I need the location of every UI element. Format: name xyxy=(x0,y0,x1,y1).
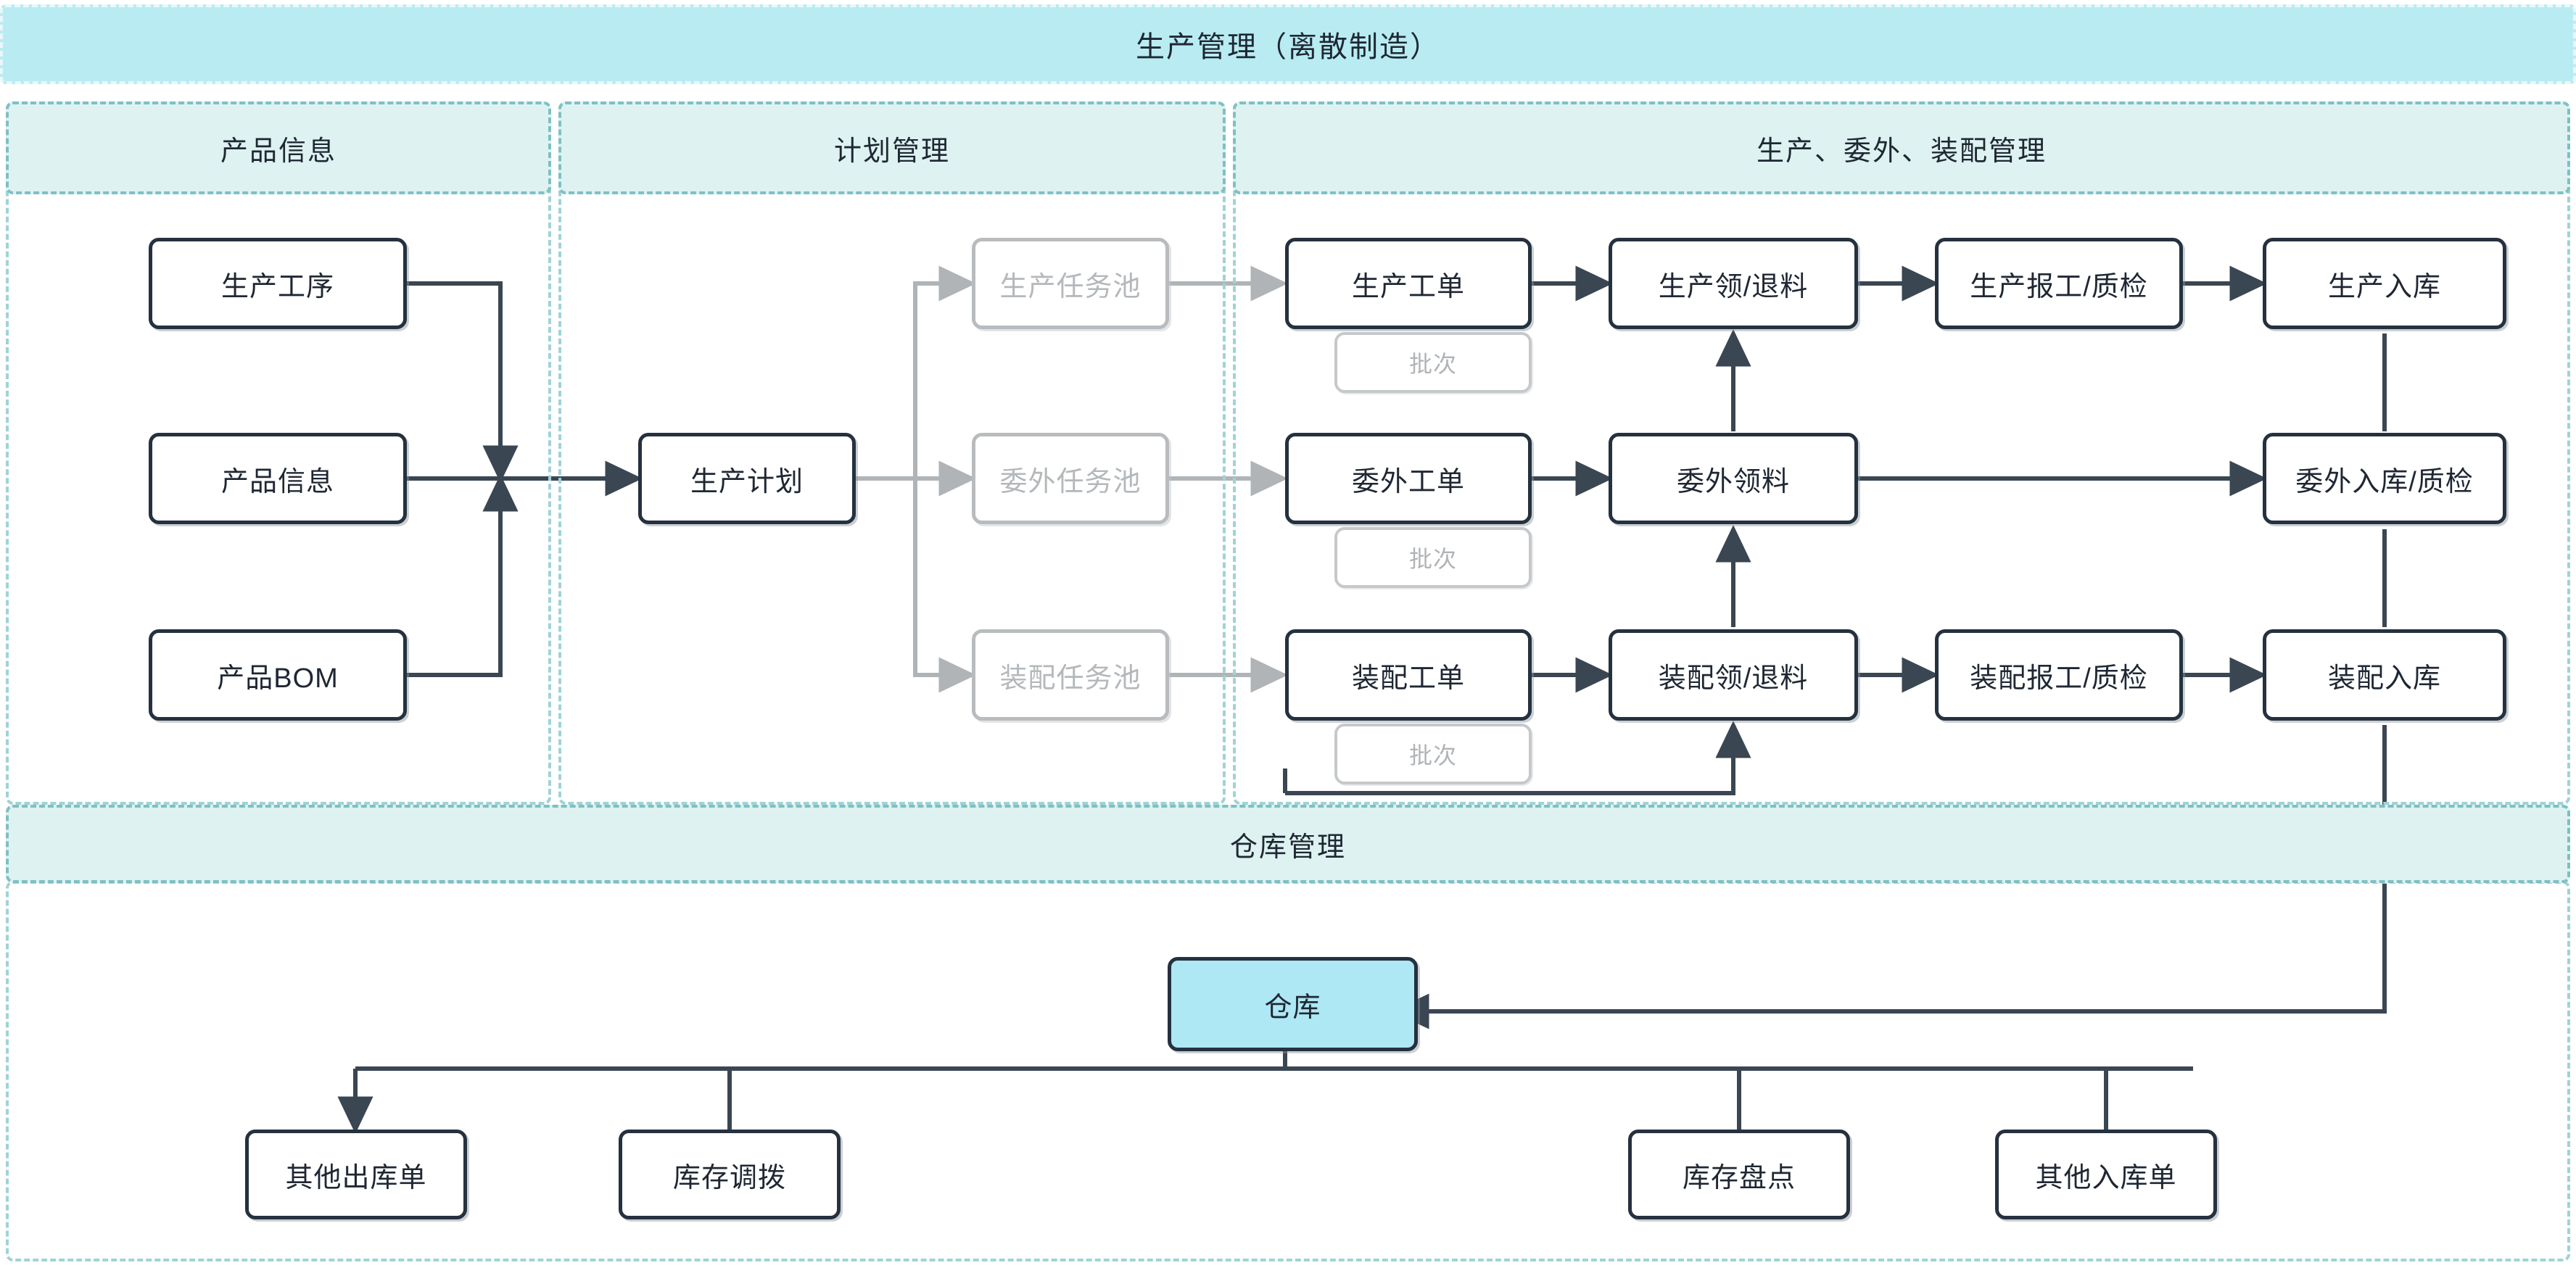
node-production-material-issue[interactable]: 生产领/退料 xyxy=(1609,238,1858,329)
group-header-plan-mgmt: 计划管理 xyxy=(558,101,1226,194)
node-product-bom[interactable]: 产品BOM xyxy=(149,629,407,721)
node-production-process[interactable]: 生产工序 xyxy=(149,238,407,329)
node-production-task-pool[interactable]: 生产任务池 xyxy=(972,238,1169,329)
node-product-info[interactable]: 产品信息 xyxy=(149,433,407,524)
page-title: 生产管理（离散制造） xyxy=(0,4,2576,84)
group-header-product-info: 产品信息 xyxy=(6,101,551,194)
node-production-plan[interactable]: 生产计划 xyxy=(638,433,856,524)
group-header-production: 生产、委外、装配管理 xyxy=(1233,101,2570,194)
node-assembly-stock-in[interactable]: 装配入库 xyxy=(2263,629,2506,721)
node-stock-transfer[interactable]: 库存调拨 xyxy=(619,1130,841,1219)
node-production-work-order[interactable]: 生产工单 xyxy=(1285,238,1532,329)
node-outsource-work-order[interactable]: 委外工单 xyxy=(1285,433,1532,524)
node-warehouse[interactable]: 仓库 xyxy=(1168,957,1418,1051)
node-other-outbound-order[interactable]: 其他出库单 xyxy=(245,1130,467,1219)
node-outsource-batch[interactable]: 批次 xyxy=(1334,527,1532,588)
node-stock-count[interactable]: 库存盘点 xyxy=(1628,1130,1850,1219)
node-assembly-work-order[interactable]: 装配工单 xyxy=(1285,629,1532,721)
node-other-inbound-order[interactable]: 其他入库单 xyxy=(1995,1130,2217,1219)
node-production-stock-in[interactable]: 生产入库 xyxy=(2263,238,2506,329)
node-outsource-stock-in-inspection[interactable]: 委外入库/质检 xyxy=(2263,433,2506,524)
node-assembly-report-inspection[interactable]: 装配报工/质检 xyxy=(1935,629,2183,721)
node-outsource-material-issue[interactable]: 委外领料 xyxy=(1609,433,1858,524)
group-header-warehouse: 仓库管理 xyxy=(6,805,2570,883)
node-assembly-task-pool[interactable]: 装配任务池 xyxy=(972,629,1169,721)
node-production-batch[interactable]: 批次 xyxy=(1334,332,1532,393)
node-assembly-material-issue[interactable]: 装配领/退料 xyxy=(1609,629,1858,721)
node-production-report-inspection[interactable]: 生产报工/质检 xyxy=(1935,238,2183,329)
node-outsource-task-pool[interactable]: 委外任务池 xyxy=(972,433,1169,524)
node-assembly-batch[interactable]: 批次 xyxy=(1334,724,1532,784)
